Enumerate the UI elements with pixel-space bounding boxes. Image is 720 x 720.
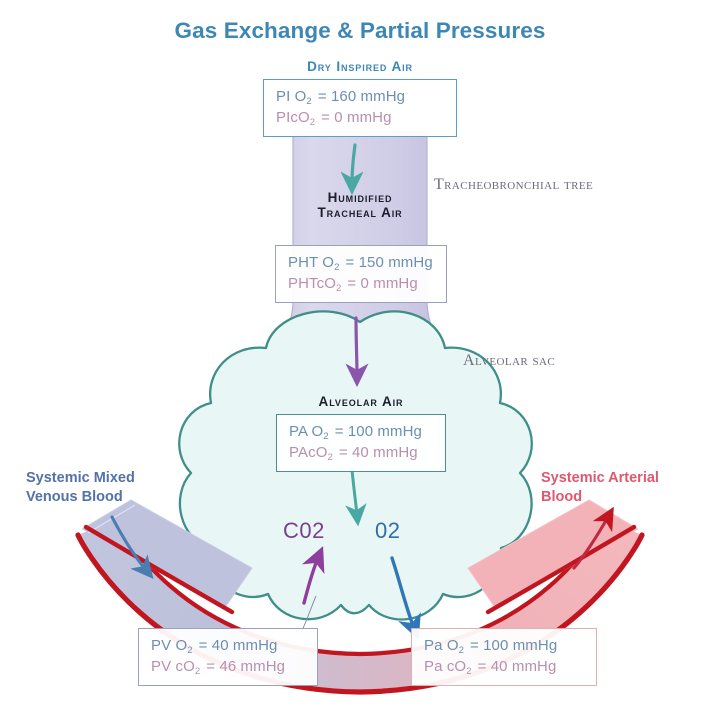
venous-blood-values: PV O2= 40 mmHg PV cO2= 46 mmHg	[138, 628, 318, 686]
arrow-alveolus-to-gases	[345, 468, 367, 527]
arterial-blood-label-line2: Blood	[541, 488, 583, 505]
alveolar-air-group: Alveolar Air PA O2= 100 mmHg PAcO2= 40 m…	[276, 394, 446, 472]
arterial-blood-label-line1: Systemic Arterial	[541, 470, 659, 486]
tracheal-co2-row: PHTcO2= 0 mmHg	[288, 275, 418, 295]
alveolar-air-values: PA O2= 100 mmHg PAcO2= 40 mmHg	[276, 414, 446, 472]
arterial-outflow-band	[467, 499, 639, 615]
tracheal-air-caption-line2: Tracheal Air	[317, 205, 403, 220]
arrow-trachea-to-alveolus	[345, 316, 369, 388]
inspired-co2-row: PIcO2= 0 mmHg	[276, 109, 392, 129]
alveolar-o2-row: PA O2= 100 mmHg	[289, 423, 422, 442]
arrow-co2-uptake	[301, 546, 325, 605]
alveolar-air-caption: Alveolar Air	[318, 394, 404, 409]
venous-blood-label: Systemic Mixed Venous Blood	[26, 469, 135, 507]
tracheal-air-caption: Humidified Tracheal Air	[285, 190, 435, 220]
o2-gas-label: 02	[375, 518, 401, 543]
venous-co2-row: PV cO2= 46 mmHg	[151, 658, 286, 678]
arrow-inspired-to-trachea	[340, 143, 364, 196]
venous-blood-label-line2: Venous Blood	[26, 488, 123, 505]
venous-o2-row: PV O2= 40 mmHg	[151, 637, 278, 656]
arterial-co2-row: Pa cO2= 40 mmHg	[424, 658, 557, 678]
co2-gas-label: C02	[283, 518, 325, 543]
inspired-o2-row: PI O2= 160 mmHg	[276, 88, 406, 107]
venous-inflow-band	[81, 499, 253, 615]
tracheobronchial-tree-annotation: Tracheobronchial tree	[434, 176, 594, 193]
arterial-blood-values: Pa O2= 100 mmHg Pa cO2= 40 mmHg	[411, 628, 597, 686]
inspired-air-caption: Dry Inspired Air	[307, 59, 413, 74]
arterial-blood-label: Systemic Arterial Blood	[541, 469, 659, 507]
tracheal-air-values: PHT O2= 150 mmHg PHTcO2= 0 mmHg	[275, 245, 447, 303]
page-title: Gas Exchange & Partial Pressures	[174, 18, 546, 43]
arrow-o2-delivery	[390, 556, 421, 640]
alveolar-sac-annotation: Alveolar sac	[463, 352, 556, 369]
venous-blood-label-line1: Systemic Mixed	[26, 470, 135, 486]
inspired-air-values: PI O2= 160 mmHg PIcO2= 0 mmHg	[263, 79, 457, 137]
tracheal-air-caption-line1: Humidified	[327, 190, 393, 205]
alveolar-co2-row: PAcO2= 40 mmHg	[289, 444, 418, 464]
inspired-air-group: Dry Inspired Air PI O2= 160 mmHg PIcO2= …	[263, 59, 457, 137]
arterial-o2-row: Pa O2= 100 mmHg	[424, 637, 558, 656]
tracheal-o2-row: PHT O2= 150 mmHg	[288, 254, 433, 273]
